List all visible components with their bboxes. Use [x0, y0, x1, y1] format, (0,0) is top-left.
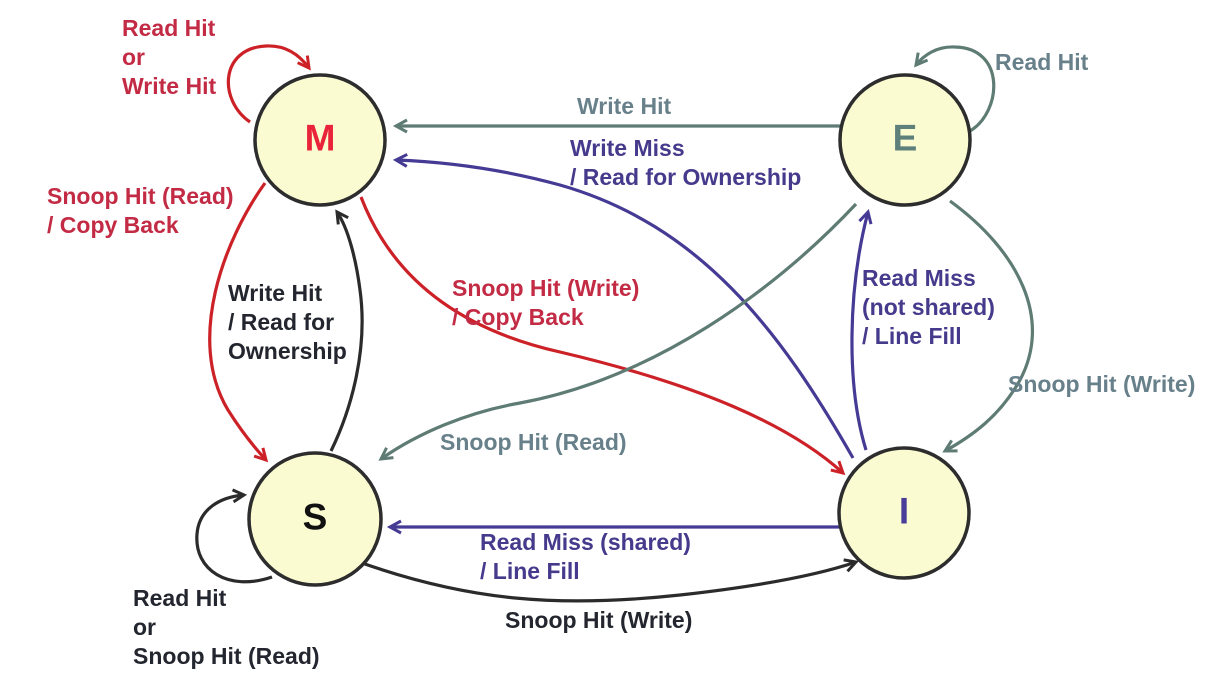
state-e-circle — [838, 73, 972, 207]
edge-m-to-i — [359, 196, 846, 476]
transition-label-i-to-e: Read Miss (not shared) / Line Fill — [862, 265, 995, 349]
transition-label-m-self: Read Hit or Write Hit — [122, 15, 217, 99]
edge-m-self-loop — [226, 44, 311, 124]
transition-label-e-to-s: Snoop Hit (Read) — [440, 429, 627, 455]
transition-label-s-self: Read Hit or Snoop Hit (Read) — [133, 585, 320, 669]
transition-label-i-to-m: Write Miss / Read for Ownership — [570, 135, 802, 190]
transition-label-m-to-i: Snoop Hit (Write) / Copy Back — [452, 275, 640, 330]
transition-label-s-to-m: Write Hit / Read for Ownership — [228, 280, 347, 364]
state-s-label: S — [302, 496, 328, 538]
edge-s-to-m — [329, 209, 364, 452]
state-i-label: I — [898, 490, 910, 532]
transition-label-s-to-i: Snoop Hit (Write) — [505, 607, 693, 633]
transition-label-m-to-s: Snoop Hit (Read) / Copy Back — [47, 183, 234, 238]
edge-e-to-s — [378, 202, 858, 461]
edge-e-to-i — [942, 199, 1035, 453]
edge-m-to-s — [208, 182, 269, 463]
edge-i-to-e — [850, 208, 873, 451]
edge-s-self-loop — [195, 488, 273, 584]
transition-label-e-to-i: Snoop Hit (Write) — [1008, 371, 1196, 397]
state-i-circle — [837, 446, 971, 580]
state-e-label: E — [892, 117, 918, 159]
transition-label-i-to-s: Read Miss (shared) / Line Fill — [480, 529, 691, 584]
state-m-label: M — [304, 117, 336, 159]
state-s-circle — [247, 451, 383, 587]
edge-e-self-loop — [914, 45, 996, 133]
transition-label-e-to-m: Write Hit — [577, 93, 672, 119]
transition-label-e-self: Read Hit — [995, 49, 1089, 75]
edge-s-to-i — [361, 558, 859, 603]
edge-i-to-m — [392, 153, 855, 459]
state-m-circle — [253, 73, 387, 207]
